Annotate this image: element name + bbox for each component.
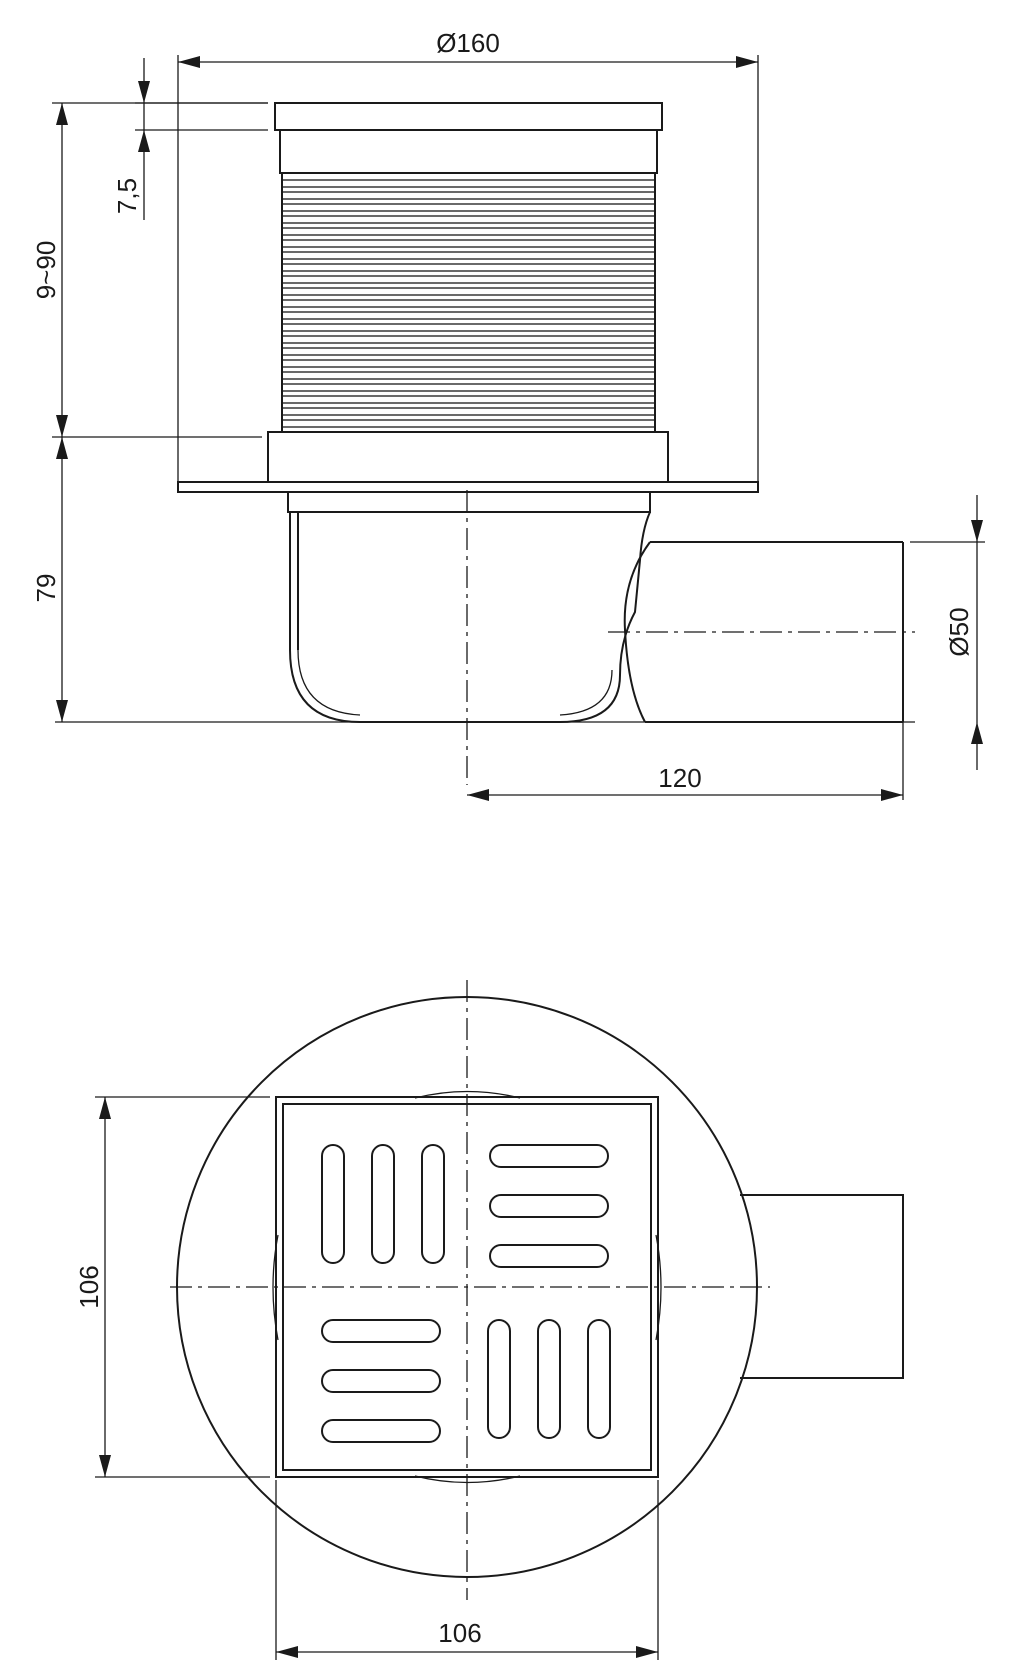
dim-height-range-label: 9~90	[31, 241, 61, 300]
dim-outlet-length: 120	[467, 722, 904, 801]
dim-diameter-top-label: Ø160	[436, 28, 500, 58]
rim-collar	[279, 129, 658, 174]
rib	[281, 239, 656, 248]
grate-slot	[489, 1244, 609, 1268]
rib	[281, 287, 656, 296]
dim-outlet-diameter: Ø50	[910, 495, 985, 770]
grate-slot	[587, 1319, 611, 1439]
grate-slot	[537, 1319, 561, 1439]
rib	[281, 191, 656, 200]
dim-grate-width-top-label: 106	[438, 1618, 481, 1648]
dim-outlet-diameter-label: Ø50	[944, 607, 974, 656]
rib	[281, 359, 656, 368]
rib	[281, 251, 656, 260]
grate-slot	[489, 1194, 609, 1218]
rib	[281, 371, 656, 380]
ribbed-extension	[281, 173, 656, 432]
siphon-body	[289, 511, 651, 723]
grate-slot	[371, 1144, 395, 1264]
dim-grate-height-top-label: 106	[74, 1265, 104, 1308]
dim-grate-width-top: 106	[275, 1480, 659, 1660]
rib	[281, 311, 656, 320]
rib	[281, 395, 656, 404]
rib	[281, 263, 656, 272]
rib	[281, 383, 656, 392]
dim-diameter-top: Ø160	[177, 28, 759, 482]
rib	[281, 215, 656, 224]
side-view: Ø160 7,5 9~90 79	[31, 28, 985, 801]
dim-body-height: 79	[31, 437, 68, 722]
dim-outlet-length-label: 120	[658, 763, 701, 793]
grate-slot	[321, 1144, 345, 1264]
grate-slot	[321, 1369, 441, 1393]
rib	[281, 203, 656, 212]
grate-slots	[321, 1144, 611, 1443]
top-rim	[274, 102, 663, 131]
rib	[281, 299, 656, 308]
base-collar	[267, 431, 669, 483]
rib	[281, 407, 656, 416]
grate-slot	[421, 1144, 445, 1264]
flange	[177, 481, 759, 493]
rib	[281, 335, 656, 344]
dim-grate-height: 7,5	[112, 58, 268, 220]
grate-slot	[489, 1144, 609, 1168]
dim-height-range: 9~90	[31, 102, 268, 438]
grate-slot	[321, 1319, 441, 1343]
rib	[281, 419, 656, 428]
dim-body-height-label: 79	[31, 574, 61, 603]
rib	[281, 227, 656, 236]
outlet-stub	[740, 1194, 904, 1379]
dim-grate-height-label: 7,5	[112, 178, 142, 214]
grate-slot	[487, 1319, 511, 1439]
body-neck	[287, 491, 651, 513]
top-view: 106 106	[74, 980, 904, 1660]
rib	[281, 275, 656, 284]
rib	[281, 347, 656, 356]
dim-grate-height-top: 106	[74, 1096, 270, 1478]
rib	[281, 179, 656, 188]
grate-slot	[321, 1419, 441, 1443]
rib	[281, 323, 656, 332]
